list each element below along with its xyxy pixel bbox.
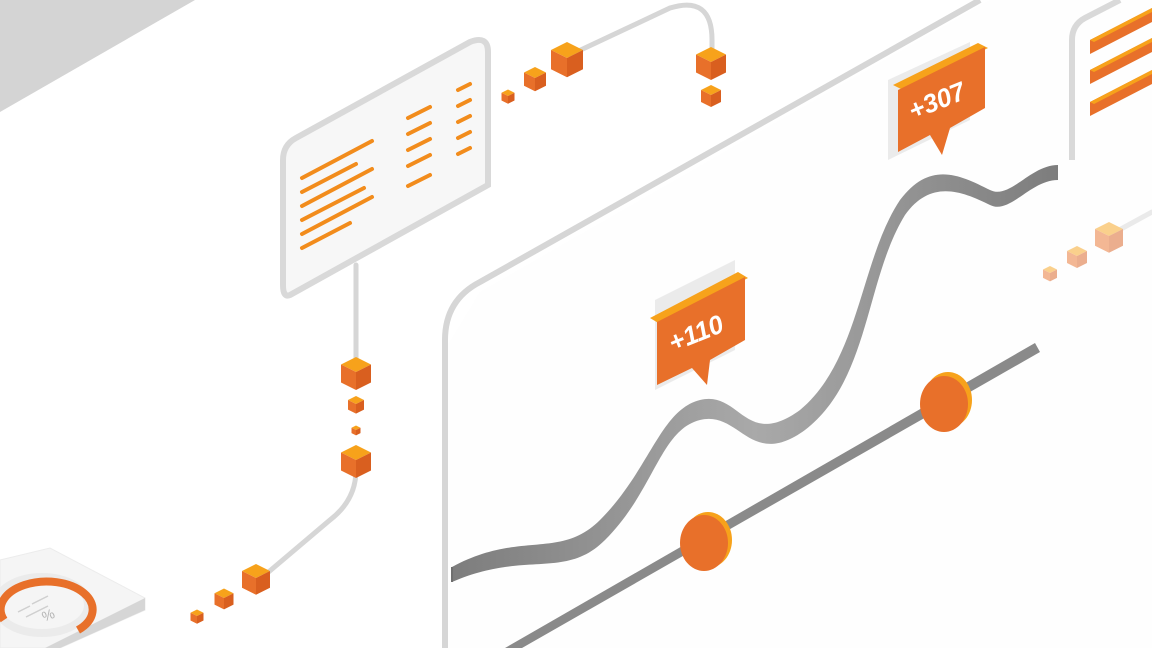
trend-ribbon xyxy=(451,165,1058,582)
slider-track[interactable] xyxy=(505,343,1040,648)
document-panel xyxy=(280,37,491,299)
value-bubble-307: +307 xyxy=(888,42,988,160)
background-corner xyxy=(0,0,195,112)
text-lines xyxy=(300,82,472,250)
value-bubble-110: +110 xyxy=(650,260,748,390)
chart-panel xyxy=(442,0,982,648)
gauge-card: % xyxy=(0,547,146,648)
gauge-percent-symbol: % xyxy=(39,605,57,624)
bar-list-panel xyxy=(1069,0,1152,160)
slider[interactable] xyxy=(505,343,1040,648)
gauge-fill xyxy=(0,577,97,634)
slider-knob-low[interactable] xyxy=(680,512,732,571)
slider-knob-high[interactable] xyxy=(920,372,972,432)
